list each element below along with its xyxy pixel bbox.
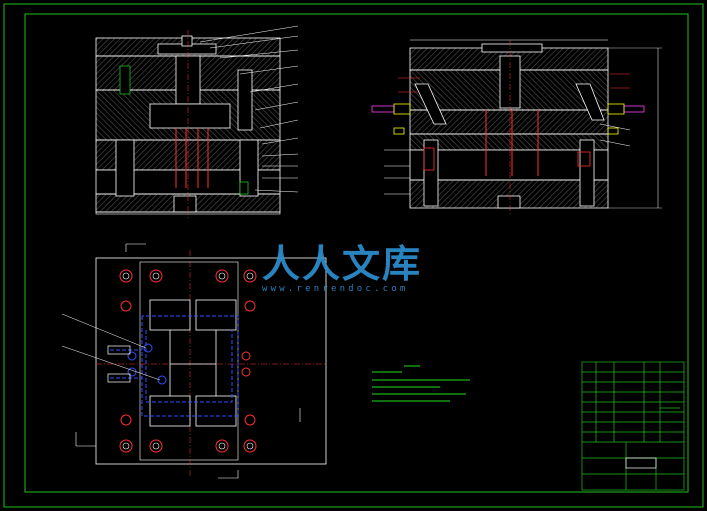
technical-notes — [372, 365, 470, 402]
bolt-holes — [119, 269, 257, 453]
watermark-url: www.renrendoc.com — [262, 284, 409, 294]
watermark-brand: 人人文库 — [262, 242, 423, 286]
front-section-view — [95, 25, 299, 218]
plan-view — [61, 243, 327, 479]
side-section-view — [371, 39, 662, 214]
outer-border — [3, 3, 704, 508]
cooling-channels — [110, 315, 239, 417]
cavity-layout — [149, 299, 237, 427]
title-block — [581, 361, 685, 491]
inner-border — [24, 13, 689, 493]
